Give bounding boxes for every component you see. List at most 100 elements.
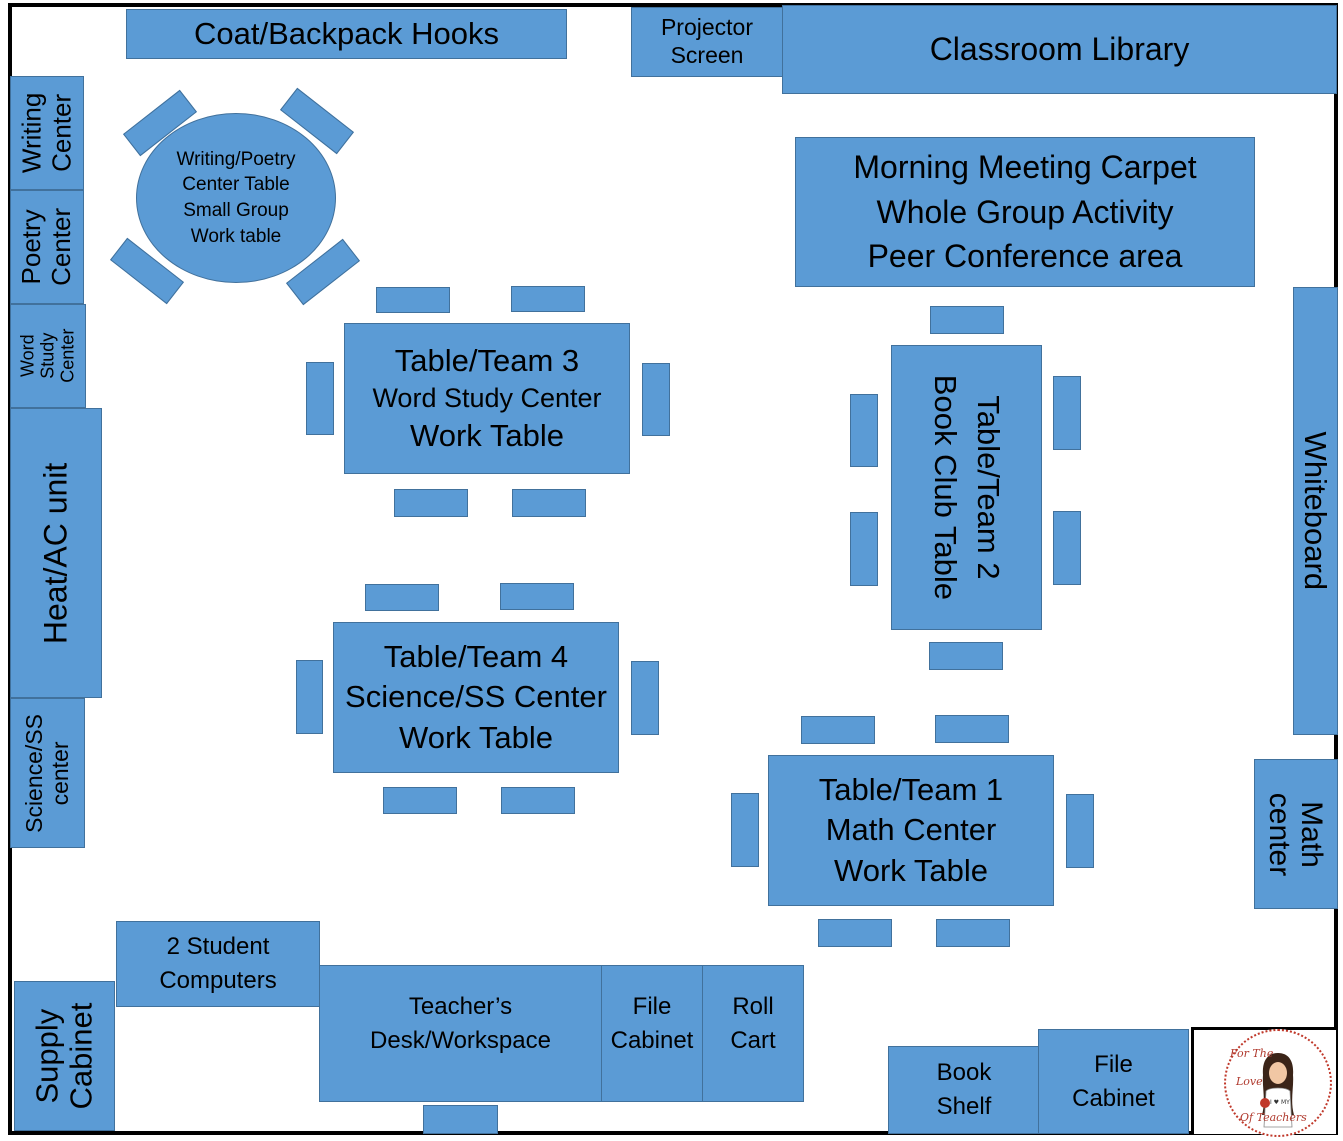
heat-ac-label: Heat/AC unit [37, 462, 74, 644]
file-cabinet-corner: File Cabinet [1038, 1029, 1189, 1134]
student-computers: 2 Student Computers [116, 921, 320, 1007]
chair [631, 661, 659, 735]
math-center-line1: Math [1295, 800, 1329, 868]
chair [296, 660, 323, 734]
logo-shirt: I ♥ MY [1270, 1099, 1290, 1106]
chair [801, 716, 875, 744]
chair [306, 362, 334, 435]
chair [500, 583, 574, 610]
table-team-2: Table/Team 2 Book Club Table [891, 345, 1042, 630]
team3-line3: Work Table [410, 418, 564, 454]
round-table-line3: Small Group [183, 200, 289, 221]
table-team-3: Table/Team 3 Word Study Center Work Tabl… [344, 323, 630, 474]
chair [642, 363, 670, 436]
library-label: Classroom Library [929, 31, 1190, 68]
chair [512, 489, 586, 517]
for-the-love-of-teachers-logo: For The Love I ♥ MY Of Teachers [1191, 1027, 1336, 1137]
science-ss-center: Science/SS center [10, 698, 85, 848]
writing-poetry-round-table: Writing/Poetry Center Table Small Group … [136, 113, 336, 283]
carpet-line3: Peer Conference area [867, 238, 1183, 275]
chair [936, 919, 1010, 947]
writing-center-label: Writing Center [16, 92, 77, 174]
word-study-center: Word Study Center [10, 304, 86, 408]
writing-center-line1: Writing [16, 92, 47, 174]
chair [394, 489, 468, 517]
projector-label-line2: Screen [670, 42, 744, 68]
supply-cabinet: Supply Cabinet [14, 981, 115, 1131]
chair [930, 306, 1004, 334]
file-cabinet-2-line1: File [1094, 1050, 1133, 1078]
round-table-line4: Work table [190, 225, 282, 247]
team4-line3: Work Table [399, 719, 553, 755]
math-center-line2: center [1264, 792, 1298, 876]
chair [511, 286, 585, 312]
whiteboard-label: Whiteboard [1298, 431, 1334, 591]
book-shelf: Book Shelf [888, 1046, 1040, 1134]
projector-screen: Projector Screen [631, 7, 783, 77]
team2-label: Table/Team 2 Book Club Table [923, 375, 1010, 600]
team1-line2: Math Center [825, 812, 997, 848]
chair [731, 793, 759, 867]
team4-line1: Table/Team 4 [383, 639, 569, 675]
science-center-label: Science/SS center [21, 714, 74, 833]
carpet-line1: Morning Meeting Carpet [853, 148, 1197, 185]
team3-line2: Word Study Center [372, 382, 602, 413]
chair [929, 642, 1003, 670]
poetry-center-line2: Center [46, 207, 77, 287]
teacher-avatar-icon [1260, 1053, 1294, 1128]
team2-line2: Book Club Table [927, 374, 963, 601]
teacher-chair [423, 1105, 498, 1134]
carpet-line2: Whole Group Activity [876, 193, 1174, 230]
supply-cabinet-line2: Cabinet [63, 1002, 99, 1110]
classroom-library: Classroom Library [782, 5, 1337, 94]
poetry-center-line1: Poetry [16, 209, 47, 285]
computers-line1: 2 Student [166, 933, 270, 961]
round-table-line2: Center Table [182, 174, 290, 196]
supply-cabinet-label: Supply Cabinet [29, 1002, 99, 1110]
chair [935, 715, 1009, 743]
coat-hooks-label: Coat/Backpack Hooks [194, 16, 499, 52]
word-study-line3: Center [56, 328, 77, 384]
word-study-center-label: Word Study Center [17, 328, 77, 384]
poetry-center: Poetry Center [10, 190, 84, 304]
poetry-center-label: Poetry Center [16, 207, 77, 287]
logo-line2: Love [1236, 1075, 1263, 1088]
file-cabinet-2-line2: Cabinet [1072, 1084, 1155, 1112]
chair [1053, 511, 1081, 585]
teacher-desk: Teacher’s Desk/Workspace [319, 965, 602, 1102]
chair [850, 512, 878, 586]
team3-line1: Table/Team 3 [394, 342, 580, 378]
math-center-label: Math center [1264, 792, 1329, 876]
roll-cart: Roll Cart [702, 965, 804, 1102]
team2-line1: Table/Team 2 [970, 395, 1006, 580]
word-study-line2: Study [37, 332, 58, 380]
chair [850, 394, 878, 467]
file-cabinet-1-line2: Cabinet [610, 1026, 694, 1054]
supply-cabinet-line1: Supply [29, 1008, 65, 1104]
roll-cart-line2: Cart [730, 1026, 776, 1054]
team1-line3: Work Table [834, 852, 988, 888]
team4-line2: Science/SS Center [345, 679, 607, 715]
round-table-line1: Writing/Poetry [176, 148, 296, 170]
chair [365, 584, 439, 611]
roll-cart-line1: Roll [732, 992, 774, 1020]
coat-backpack-hooks: Coat/Backpack Hooks [126, 9, 567, 59]
chair [818, 919, 892, 947]
table-team-1: Table/Team 1 Math Center Work Table [768, 755, 1054, 906]
word-study-line1: Word [17, 334, 38, 378]
chair [1053, 376, 1081, 450]
teacher-desk-line2: Desk/Workspace [370, 1026, 551, 1054]
computers-line2: Computers [159, 967, 277, 994]
chair [1066, 794, 1094, 868]
science-center-line2: center [47, 741, 74, 805]
table-team-4: Table/Team 4 Science/SS Center Work Tabl… [333, 622, 619, 773]
logo-line1: For The [1230, 1047, 1274, 1060]
heat-ac-unit: Heat/AC unit [10, 408, 102, 698]
file-cabinet-1-line1: File [632, 992, 672, 1020]
science-center-line1: Science/SS [21, 713, 48, 833]
teacher-desk-line1: Teacher’s [408, 992, 513, 1020]
chair [376, 287, 450, 313]
whiteboard: Whiteboard [1293, 287, 1338, 735]
chair [383, 787, 457, 814]
writing-center-line2: Center [46, 93, 76, 173]
